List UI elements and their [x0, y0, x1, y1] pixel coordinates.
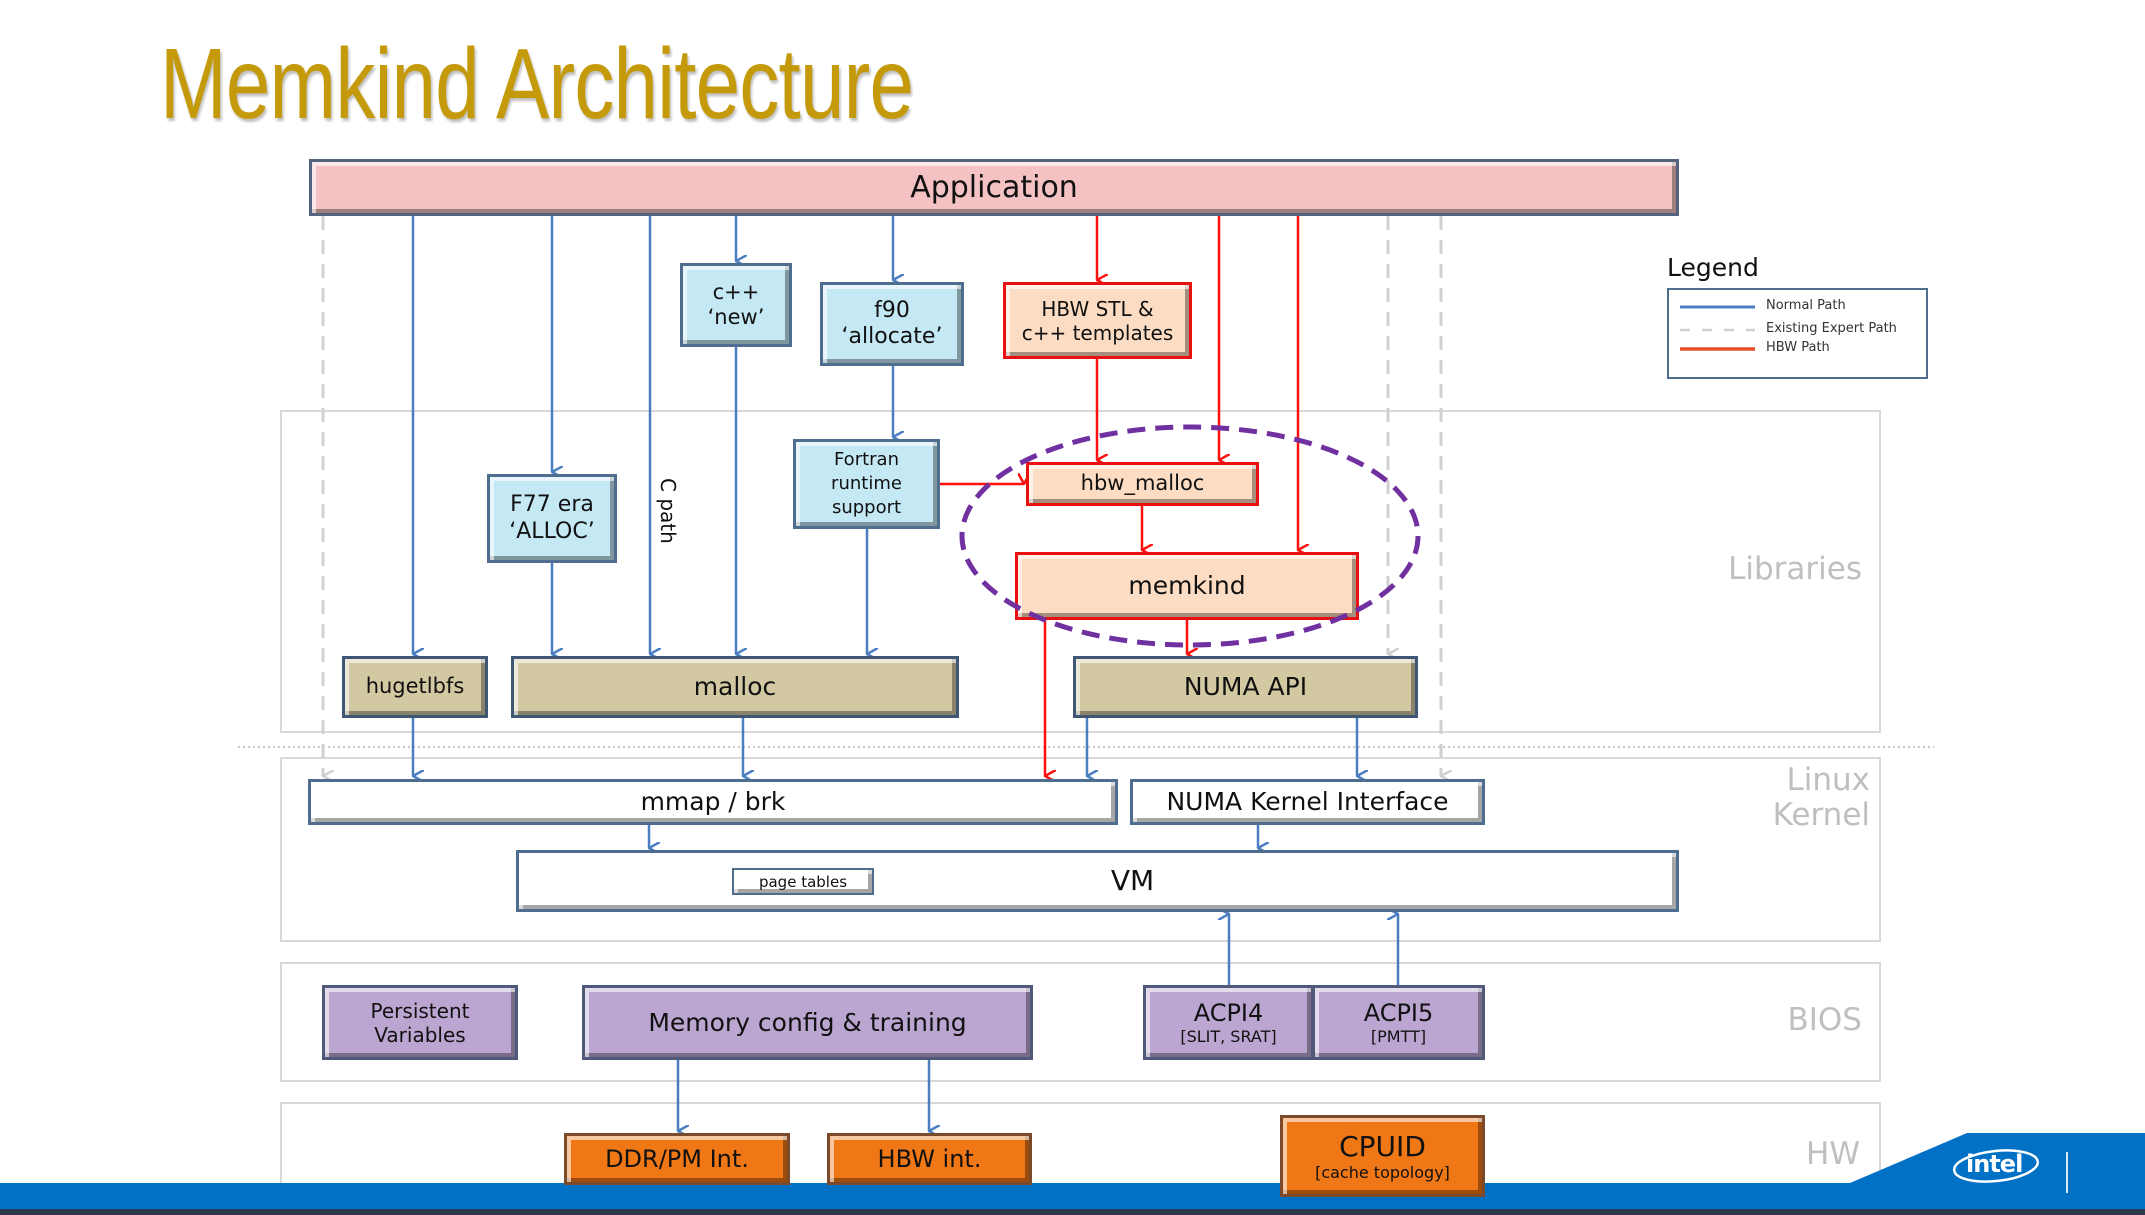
footer-band	[0, 1133, 2145, 1215]
memory-config-node: Memory config & training	[582, 985, 1033, 1060]
memory-config-label: Memory config & training	[648, 1007, 967, 1037]
hbw-stl-node: HBW STL & c++ templates	[1003, 282, 1192, 359]
acpi4-label: ACPI4	[1193, 998, 1264, 1027]
vm-node: VM	[516, 850, 1679, 912]
legend-item-normal: Normal Path	[1766, 298, 1846, 313]
hbw-int-label: HBW int.	[877, 1144, 982, 1173]
f90-allocate-node: f90 ‘allocate’	[820, 282, 964, 366]
c-path-label: C path	[656, 478, 680, 544]
fortran-runtime-node: Fortran runtime support	[793, 439, 940, 529]
malloc-label: malloc	[693, 672, 777, 701]
persistent-variables-label: Persistent Variables	[370, 998, 470, 1047]
application-node: Application	[309, 159, 1679, 216]
layer-label-kernel: Linux Kernel	[1772, 762, 1870, 833]
cpuid-node: CPUID [cache topology]	[1280, 1115, 1485, 1197]
malloc-node: malloc	[511, 656, 959, 718]
legend-item-expert: Existing Expert Path	[1766, 321, 1897, 336]
acpi5-sublabel: [PMTT]	[1370, 1027, 1427, 1047]
footer-divider	[2066, 1152, 2068, 1193]
ddr-pm-node: DDR/PM Int.	[564, 1133, 790, 1185]
layer-label-libraries: Libraries	[1728, 551, 1862, 587]
layer-label-bios: BIOS	[1787, 1002, 1863, 1038]
hbw-malloc-label: hbw_malloc	[1080, 471, 1205, 496]
mmap-brk-label: mmap / brk	[640, 787, 786, 816]
acpi5-node: ACPI5 [PMTT]	[1312, 985, 1485, 1060]
layer-label-hw: HW	[1806, 1136, 1860, 1172]
numa-api-label: NUMA API	[1183, 672, 1308, 701]
hugetlbfs-label: hugetlbfs	[365, 674, 465, 699]
numa-kernel-interface-label: NUMA Kernel Interface	[1166, 787, 1449, 816]
cpp-new-label: c++ ‘new’	[707, 279, 765, 329]
intel-logo: intel	[1950, 1148, 2042, 1184]
legend-item-hbw: HBW Path	[1766, 340, 1830, 355]
persistent-variables-node: Persistent Variables	[322, 985, 518, 1060]
cpuid-label: CPUID	[1339, 1129, 1426, 1163]
fortran-runtime-label: Fortran runtime support	[831, 448, 902, 519]
hugetlbfs-node: hugetlbfs	[342, 656, 488, 718]
vm-label: VM	[1110, 864, 1155, 898]
legend-title: Legend	[1667, 253, 1759, 282]
memkind-label: memkind	[1128, 571, 1246, 600]
numa-api-node: NUMA API	[1073, 656, 1418, 718]
memkind-node: memkind	[1015, 552, 1359, 620]
application-label: Application	[910, 169, 1078, 205]
slide-title: Memkind Architecture	[160, 28, 914, 140]
memkind-highlight-ellipse	[959, 424, 1421, 648]
cpuid-sublabel: [cache topology]	[1315, 1163, 1450, 1183]
page-tables-label: page tables	[758, 872, 848, 891]
hbw-stl-label: HBW STL & c++ templates	[1021, 296, 1174, 345]
f90-allocate-label: f90 ‘allocate’	[841, 297, 943, 349]
acpi5-label: ACPI5	[1363, 998, 1434, 1027]
hbw-int-node: HBW int.	[827, 1133, 1032, 1185]
intel-logo-icon	[1952, 1149, 2040, 1183]
mmap-brk-node: mmap / brk	[308, 779, 1118, 825]
numa-kernel-interface-node: NUMA Kernel Interface	[1130, 779, 1485, 825]
acpi4-sublabel: [SLIT, SRAT]	[1180, 1027, 1277, 1047]
legend-box	[1667, 288, 1928, 379]
f77-alloc-node: F77 era ‘ALLOC’	[487, 474, 617, 563]
hbw-malloc-node: hbw_malloc	[1026, 462, 1259, 506]
acpi4-node: ACPI4 [SLIT, SRAT]	[1143, 985, 1314, 1060]
cpp-new-node: c++ ‘new’	[680, 263, 792, 347]
ddr-pm-label: DDR/PM Int.	[605, 1144, 749, 1173]
intel-logo-text: intel	[1966, 1150, 2023, 1178]
f77-alloc-label: F77 era ‘ALLOC’	[509, 492, 595, 544]
bios-panel	[280, 962, 1881, 1082]
page-tables-node: page tables	[732, 868, 874, 895]
